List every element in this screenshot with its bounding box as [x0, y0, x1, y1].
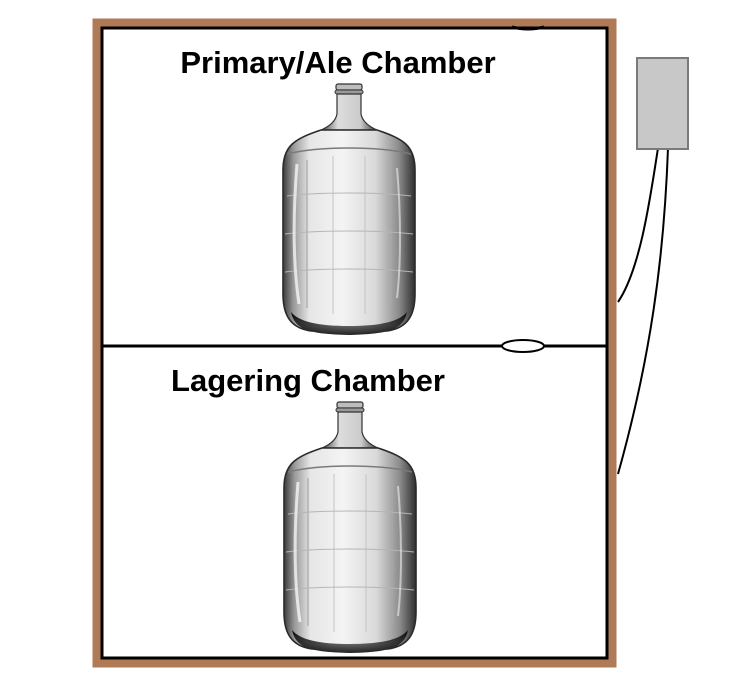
vent-hole	[502, 340, 544, 352]
wire-lower	[618, 148, 668, 474]
lagering-chamber-title: Lagering Chamber	[171, 363, 445, 398]
primary-chamber-title: Primary/Ale Chamber	[180, 45, 495, 80]
wire-upper	[618, 148, 658, 302]
temperature-controller-icon	[637, 58, 688, 149]
